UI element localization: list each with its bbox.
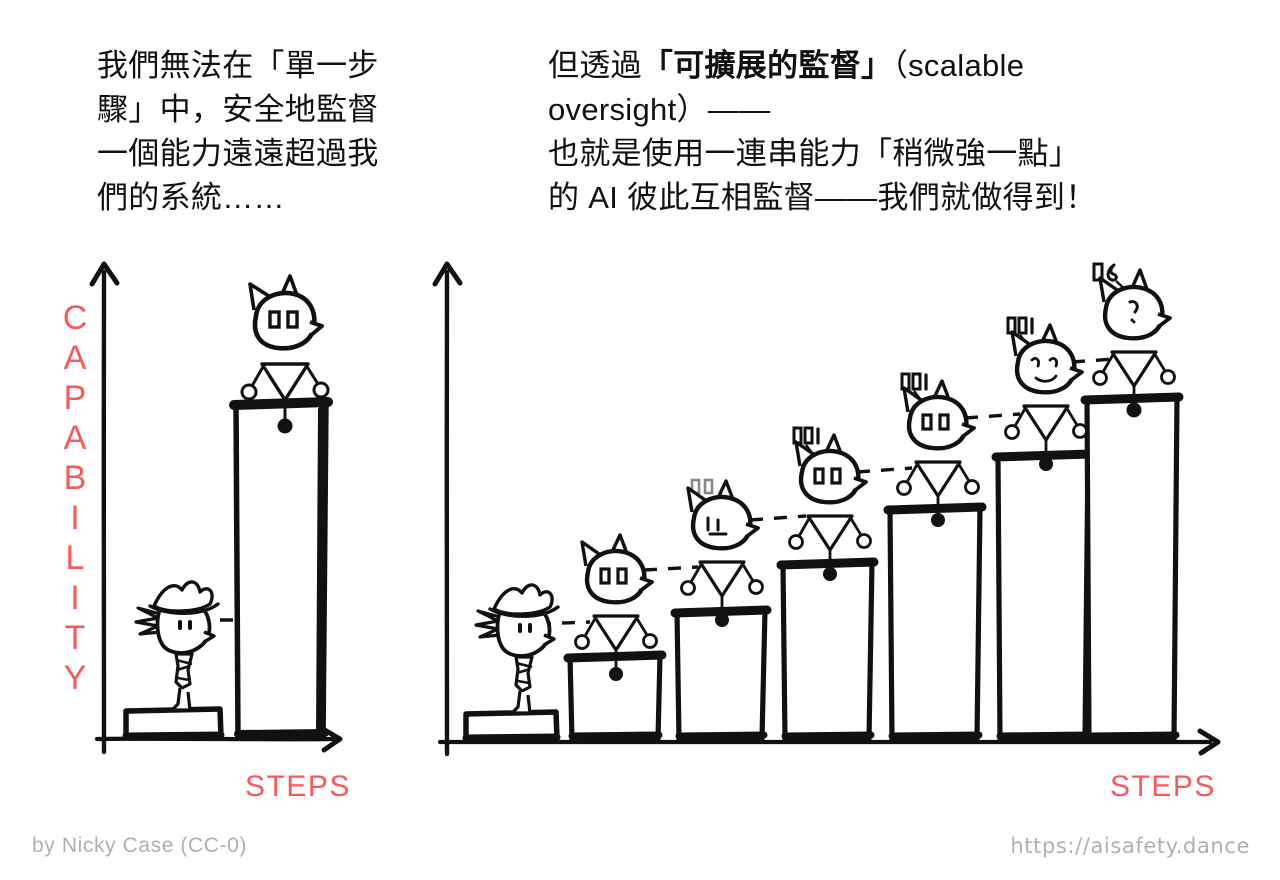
character-robot-3 <box>680 478 764 627</box>
chart-right-x-axis-label: STEPS <box>1110 770 1216 803</box>
ylabel-letter-5: I <box>70 499 80 537</box>
footer-url[interactable]: https://aisafety.dance <box>1010 834 1250 858</box>
caption-right: 但透過「可擴展的監督」（scalable oversight）—— 也就是使用一… <box>548 44 1238 220</box>
chart-right-bar-1 <box>462 709 561 743</box>
caption-left-line-3: 一個能力遠遠超過我 <box>97 136 379 171</box>
caption-left-line-2: 驟」中，安全地監督 <box>97 92 379 127</box>
chart-right-bar-5 <box>883 502 987 743</box>
caption-right-line-3: 也就是使用一連串能力「稍微強一點」 <box>548 136 1081 171</box>
chart-left-bar-1 <box>122 706 225 741</box>
ylabel-letter-0: C <box>62 299 88 337</box>
chart-right-y-axis <box>432 261 463 757</box>
caption-right-line-4: 的 AI 彼此互相監督——我們就做得到！ <box>548 180 1097 215</box>
caption-right-seg-c: （scalable <box>892 48 1025 83</box>
character-human-left <box>134 580 220 712</box>
chart-left-x-axis-label: STEPS <box>245 770 351 803</box>
ylabel-letter-2: P <box>63 379 87 417</box>
sight-line-2 <box>643 565 699 572</box>
caption-left-line-1: 我們無法在「單一步 <box>97 48 379 83</box>
ylabel-letter-4: B <box>63 459 87 497</box>
character-robot-left <box>240 274 330 434</box>
chart-left-bar-2 <box>229 397 333 741</box>
chart-right: STEPS <box>420 250 1280 810</box>
caption-left-line-4: 們的系統…… <box>97 180 285 215</box>
ylabel-letter-1: A <box>63 339 87 377</box>
character-human-right <box>474 583 560 715</box>
sight-line-4 <box>856 466 913 474</box>
chart-left: C A P A B I L I T Y STEPS <box>0 250 400 810</box>
ylabel-letter-8: T <box>64 619 86 657</box>
character-robot-5 <box>896 372 980 527</box>
caption-right-line-2: oversight）—— <box>548 92 771 127</box>
chart-left-drawing <box>89 261 343 755</box>
footer-credit: by Nicky Case (CC-0) <box>32 834 248 857</box>
chart-right-bar-6 <box>991 449 1095 743</box>
sight-line-6 <box>1071 356 1129 364</box>
chart-right-bar-4 <box>776 557 879 743</box>
character-robot-4 <box>788 426 872 581</box>
character-robot-6 <box>1004 316 1088 471</box>
sight-line-3 <box>749 514 807 522</box>
ylabel-letter-9: Y <box>63 659 87 697</box>
caption-left: 我們無法在「單一步 驟」中，安全地監督 一個能力遠遠超過我 們的系統…… <box>97 44 447 220</box>
ylabel-letter-7: I <box>70 579 80 617</box>
ylabel-letter-3: A <box>63 419 87 457</box>
character-robot-7 <box>1092 262 1176 418</box>
caption-right-seg-a: 但透過 <box>548 48 642 83</box>
caption-right-line-1: 但透過「可擴展的監督」（scalable <box>548 44 1238 88</box>
chart-left-y-axis-label: C A P A B I L I T Y <box>57 298 93 698</box>
chart-right-bar-3 <box>670 605 772 743</box>
character-robot-2 <box>574 533 658 681</box>
chart-right-drawing <box>432 261 1221 757</box>
chart-left-y-axis <box>89 261 120 755</box>
caption-right-seg-bold: 「可擴展的監督」 <box>641 48 893 83</box>
chart-right-bar-7 <box>1080 392 1184 743</box>
sight-line-5 <box>964 412 1021 420</box>
ylabel-letter-6: L <box>65 539 85 577</box>
